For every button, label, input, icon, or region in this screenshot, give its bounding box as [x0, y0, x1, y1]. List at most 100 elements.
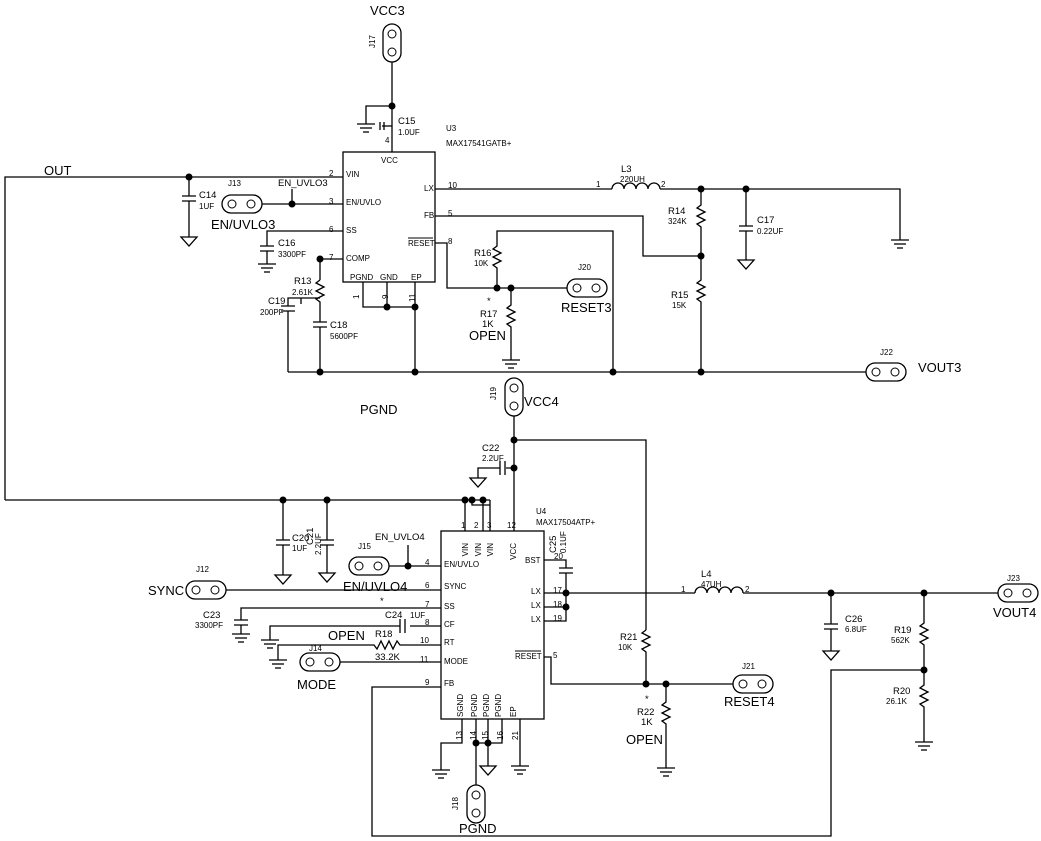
- c20-value: 1UF: [292, 544, 307, 553]
- u4-pin-sync-num: 6: [425, 581, 430, 590]
- out-wire: [4, 176, 343, 500]
- jumper-j13[interactable]: [221, 194, 263, 214]
- c22-value: 2.2UF: [482, 454, 504, 463]
- j18-ref: J18: [451, 797, 460, 810]
- u4-pin-pgnd2-num: 15: [481, 731, 490, 740]
- junction: [388, 102, 396, 110]
- junction: [562, 603, 570, 611]
- u4-pin-fb-num: 9: [425, 678, 430, 687]
- u3-pin-ep: EP: [411, 273, 422, 282]
- ground-symbol: [479, 765, 497, 776]
- c14-ref: C14: [199, 190, 216, 201]
- jumper-j20[interactable]: [566, 278, 608, 298]
- ground-symbol: [274, 574, 292, 585]
- en-uvlo3-net: EN_UVLO3: [278, 178, 328, 189]
- jumper-j19[interactable]: [504, 377, 524, 417]
- c24-ref: C24: [385, 610, 402, 621]
- junction: [562, 589, 570, 597]
- pgnd-wires: [475, 719, 521, 785]
- out-label: OUT: [44, 163, 72, 178]
- jumper-j18[interactable]: [466, 784, 486, 824]
- vcc4-label: VCC4: [524, 394, 559, 409]
- ground-symbol: [914, 741, 934, 751]
- c22-symbol: [477, 461, 514, 478]
- l3-pin1: 1: [596, 180, 601, 189]
- pgnd-mid-label: PGND: [360, 402, 398, 417]
- c17-symbol: [739, 189, 753, 260]
- jumper-j14[interactable]: [299, 652, 341, 672]
- u4-part: MAX17504ATP+: [536, 518, 596, 527]
- r22-star: *: [645, 694, 649, 705]
- r18-ref: R18: [375, 629, 392, 640]
- junction: [510, 464, 518, 472]
- j23-ref: J23: [1007, 574, 1020, 583]
- u4-pin-cf-num: 8: [425, 618, 430, 627]
- j12-ref: J12: [196, 565, 209, 574]
- u4-pin-cf: CF: [444, 620, 455, 629]
- vin-wires: [464, 500, 491, 531]
- junction: [316, 368, 324, 376]
- r18-resistor: [277, 639, 441, 660]
- c19-symbol: [281, 297, 320, 372]
- c14-symbol: [182, 177, 196, 237]
- u4-pin-vcc: VCC: [509, 543, 518, 560]
- junction: [697, 252, 705, 260]
- r19-r20-divider: [918, 593, 930, 742]
- u4-pin-lx1-num: 17: [553, 586, 562, 595]
- u3-chip: [342, 151, 436, 283]
- u3-pin-vcc: VCC: [381, 156, 398, 165]
- c21-value: 2.2UF: [314, 533, 323, 555]
- u3-pin-ss: SS: [346, 226, 357, 235]
- u4-pin-bst: BST: [525, 556, 541, 565]
- l3-inductor: [611, 182, 661, 190]
- r13-ref: R13: [294, 276, 311, 287]
- c26-ref: C26: [845, 614, 862, 625]
- u3-pin-fb-num: 5: [448, 209, 453, 218]
- r17-note: OPEN: [469, 328, 506, 343]
- jumper-j15[interactable]: [348, 556, 390, 576]
- u4-chip: [440, 530, 545, 720]
- u4-pin-vcc-num: 12: [507, 521, 516, 530]
- c19-ref: C19: [268, 296, 285, 307]
- u4-pin-lx3-num: 19: [553, 614, 562, 623]
- ground-symbol: [356, 123, 376, 133]
- u3-pin-lx-num: 10: [448, 181, 457, 190]
- j13-ref: J13: [228, 179, 241, 188]
- r20-value: 26.1K: [886, 697, 908, 706]
- c20-ref: C20: [292, 533, 309, 544]
- u3-section: VCC3 J17 C15 1.0UF 4 U3 MAX17541GATB+ VC…: [4, 3, 961, 500]
- u3-pin-vin: VIN: [346, 170, 360, 179]
- ss-star: *: [380, 596, 384, 607]
- j14-ref: J14: [309, 644, 322, 653]
- l4-inductor: [694, 586, 744, 594]
- c24-value: 1UF: [410, 611, 425, 620]
- mode-label: MODE: [297, 677, 336, 692]
- u3-pin-gnd: GND: [380, 273, 398, 282]
- l3-pin2: 2: [661, 180, 666, 189]
- u3-pin-comp-num: 7: [329, 253, 334, 262]
- r17-star: *: [487, 296, 491, 307]
- jumper-j23[interactable]: [997, 583, 1039, 603]
- junction: [383, 303, 391, 311]
- u3-pin-fb: FB: [424, 211, 434, 220]
- ground-symbol: [231, 633, 251, 643]
- l4-pin1: 1: [681, 585, 686, 594]
- c17-value: 0.22UF: [757, 227, 783, 236]
- r22-ref: R22: [637, 707, 654, 718]
- u4-pin-reset-num: 5: [553, 651, 558, 660]
- ground-symbol: [180, 236, 198, 247]
- reset4-label: RESET4: [724, 694, 775, 709]
- jumper-j22[interactable]: [865, 362, 907, 382]
- r22-value: 1K: [641, 717, 653, 728]
- u4-pin-vin-2: VIN: [474, 543, 483, 557]
- u3-pin-en-num: 3: [329, 197, 334, 206]
- u4-pin-rt-num: 10: [420, 636, 429, 645]
- u4-pin-ss-num: 7: [425, 600, 430, 609]
- ground-symbol: [260, 639, 280, 649]
- u4-pin-sgnd-num: 13: [455, 731, 464, 740]
- pgnd-bottom-label: PGND: [459, 821, 497, 836]
- jumper-j17[interactable]: [382, 23, 402, 63]
- u4-pin-ep: EP: [509, 706, 518, 717]
- jumper-j21[interactable]: [732, 674, 774, 694]
- jumper-j12[interactable]: [185, 580, 227, 600]
